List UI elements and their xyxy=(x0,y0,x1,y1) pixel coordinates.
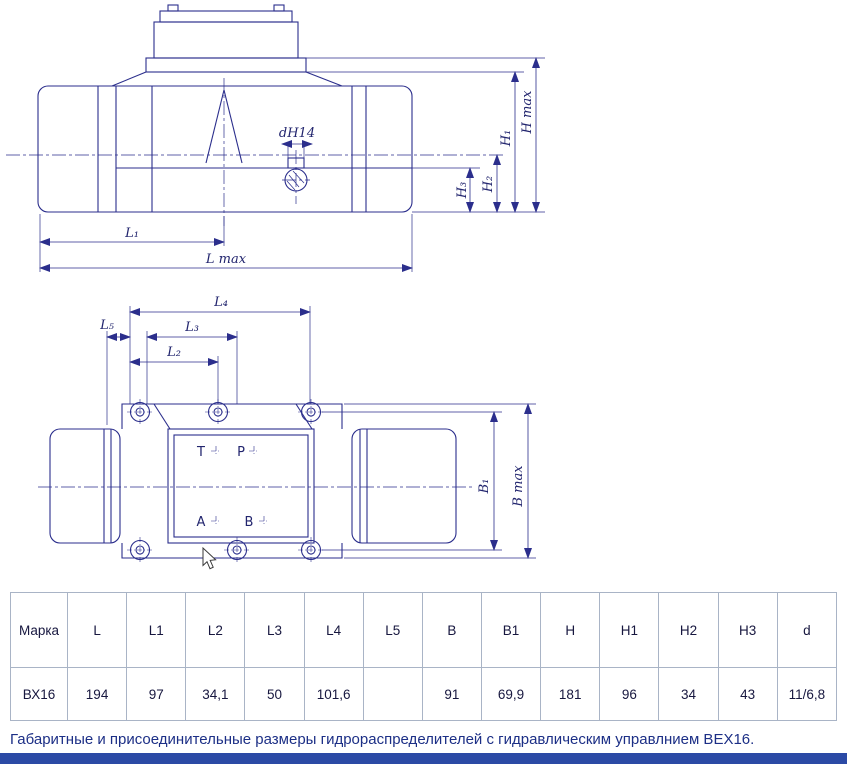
cell-h3: 43 xyxy=(717,667,778,721)
dim-label-hmax: H max xyxy=(520,90,535,135)
cell-l4: 101,6 xyxy=(303,667,364,721)
technical-drawing: L₁ L max dH14 H₃ H₂ H₁ H max xyxy=(6,4,545,570)
cell-h1: 96 xyxy=(599,667,660,721)
bottom-bar xyxy=(0,753,847,764)
dim-label-l2: L₂ xyxy=(166,345,181,360)
cell-l1: 97 xyxy=(126,667,187,721)
header-d: d xyxy=(776,592,838,668)
dim-label-dh14: dH14 xyxy=(279,126,315,141)
mouse-cursor-icon xyxy=(202,546,217,570)
cell-d: 11/6,8 xyxy=(776,667,838,721)
header-l5: L5 xyxy=(362,592,423,668)
dim-label-l1: L₁ xyxy=(124,226,139,241)
header-l2: L2 xyxy=(185,592,246,668)
header-l1: L1 xyxy=(126,592,187,668)
header-h3: H3 xyxy=(717,592,778,668)
header-marka: Марка xyxy=(10,592,68,668)
side-view-dimension-lines xyxy=(39,57,540,272)
cell-l: 194 xyxy=(66,667,128,721)
header-b1: B1 xyxy=(480,592,542,668)
port-label-p: P xyxy=(237,445,245,460)
port-label-a: A xyxy=(197,515,206,530)
header-l4: L4 xyxy=(303,592,364,668)
figure-caption: Габаритные и присоединительные размеры г… xyxy=(10,731,755,748)
cell-b: 91 xyxy=(421,667,482,721)
dim-label-l5: L₅ xyxy=(99,318,115,333)
side-view-centerlines xyxy=(6,78,505,226)
header-h1: H1 xyxy=(599,592,660,668)
port-label-b: B xyxy=(245,515,254,530)
plan-view-geometry xyxy=(49,401,457,561)
header-l3: L3 xyxy=(244,592,305,668)
cell-marka: ВХ16 xyxy=(10,667,68,721)
cell-b1: 69,9 xyxy=(480,667,542,721)
dimensions-table: Марка L L1 L2 L3 L4 L5 B B1 H H1 H2 H3 d… xyxy=(10,592,838,721)
dim-label-lmax: L max xyxy=(205,252,247,267)
header-b: B xyxy=(421,592,482,668)
dim-label-h1: H₁ xyxy=(499,130,514,148)
drawing-area: L₁ L max dH14 H₃ H₂ H₁ H max xyxy=(6,4,545,570)
table-row: ВХ16 194 97 34,1 50 101,6 91 69,9 181 96… xyxy=(10,667,838,721)
dim-label-b1: B₁ xyxy=(477,479,492,495)
cell-l2: 34,1 xyxy=(185,667,246,721)
dim-label-l3: L₃ xyxy=(184,320,199,335)
header-h2: H2 xyxy=(658,592,719,668)
port-label-t: T xyxy=(196,445,205,460)
plan-view-centerlines xyxy=(38,399,475,563)
table-header-row: Марка L L1 L2 L3 L4 L5 B B1 H H1 H2 H3 d xyxy=(10,592,838,668)
side-view-geometry xyxy=(37,4,413,213)
cell-h2: 34 xyxy=(658,667,719,721)
plan-view-dimension-lines xyxy=(106,308,532,559)
dim-label-h2: H₂ xyxy=(481,176,496,194)
plan-view-extension-lines xyxy=(106,306,536,559)
cell-l3: 50 xyxy=(244,667,305,721)
dim-label-bmax: B max xyxy=(511,465,526,508)
dim-label-h3: H₃ xyxy=(455,182,470,200)
cell-h: 181 xyxy=(540,667,601,721)
header-l: L xyxy=(66,592,128,668)
header-h: H xyxy=(540,592,601,668)
dim-label-l4: L₄ xyxy=(213,295,228,310)
cell-l5 xyxy=(362,667,423,721)
